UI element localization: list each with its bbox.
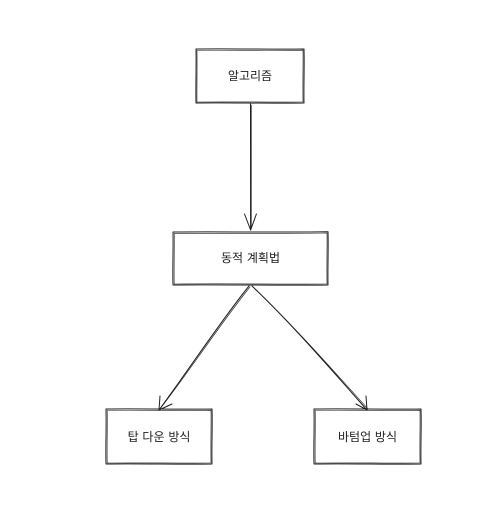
edge-algorithm-to-dynamic-programming	[244, 103, 257, 231]
node-dynamic-programming-label: 동적 계획법	[221, 251, 280, 265]
node-algorithm[interactable]: 알고리즘	[195, 48, 305, 104]
edge-dynamic-programming-to-top-down	[158, 285, 251, 411]
edge-dynamic-programming-to-bottom-up	[251, 285, 369, 411]
node-bottom-up-label: 바텀업 방식	[338, 430, 397, 444]
node-top-down[interactable]: 탑 다운 방식	[105, 408, 213, 465]
node-top-down-label: 탑 다운 방식	[128, 430, 191, 444]
node-bottom-up[interactable]: 바텀업 방식	[313, 408, 422, 465]
node-algorithm-label: 알고리즘	[228, 69, 272, 83]
node-dynamic-programming[interactable]: 동적 계획법	[172, 231, 329, 286]
